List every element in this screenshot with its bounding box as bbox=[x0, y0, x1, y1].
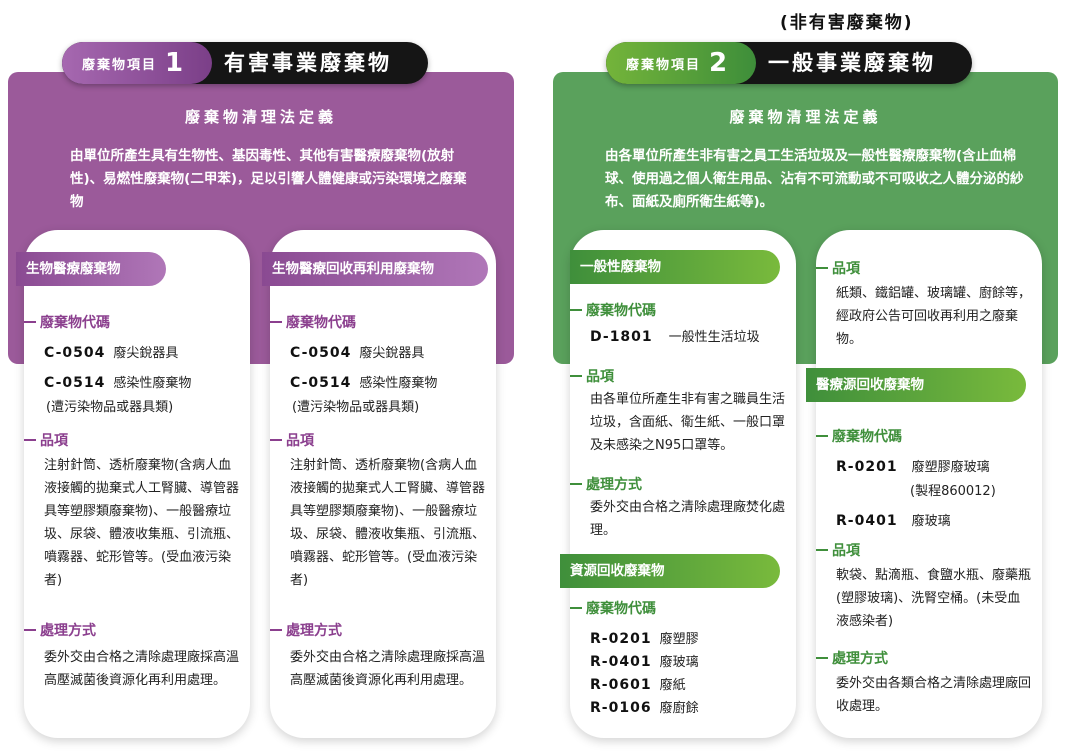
method-text: 委外交由合格之清除處理廠採高溫高壓滅菌後資源化再利用處理。 bbox=[44, 650, 240, 688]
general-header: 廢棄物項目 2 一般事業廢棄物 bbox=[606, 42, 972, 84]
card-recyclable-waste: 品項 紙類、鐵鋁罐、玻璃罐、廚餘等，經政府公告可回收再利用之廢棄物。 醫療源回收… bbox=[806, 230, 1042, 738]
items-heading: 品項 bbox=[270, 430, 314, 450]
codes-heading: 廢棄物代碼 bbox=[570, 598, 656, 618]
items-heading: 品項 bbox=[24, 430, 68, 450]
method-heading: 處理方式 bbox=[270, 620, 342, 640]
items-text: 注射針筒、透析廢棄物(含病人血液接觸的拋棄式人工腎臟、導管器具等塑膠類廢棄物)、… bbox=[44, 458, 240, 588]
method-heading: 處理方式 bbox=[570, 474, 642, 494]
method-text: 委外交由合格之清除處理廠採高溫高壓滅菌後資源化再利用處理。 bbox=[290, 650, 486, 688]
codes-heading: 廢棄物代碼 bbox=[570, 300, 656, 320]
item-label: 廢棄物項目 bbox=[626, 57, 702, 73]
method-text: 委外交由合格之清除處理廠焚化處理。 bbox=[590, 500, 786, 538]
item-label: 廢棄物項目 bbox=[82, 57, 158, 73]
panel-description: 由各單位所產生非有害之員工生活垃圾及一般性醫療廢棄物(含止血棉球、使用過之個人衛… bbox=[605, 148, 1024, 210]
card-tab: 生物醫療廢棄物 bbox=[16, 252, 166, 286]
items-text: 由各單位所產生非有害之職員生活垃圾，含面紙、衛生紙、一般口罩及未感染之N95口罩… bbox=[590, 392, 786, 453]
method-text: 委外交由各類合格之清除處理廠回收處理。 bbox=[836, 676, 1032, 714]
codes-heading: 廢棄物代碼 bbox=[816, 426, 902, 446]
card-tab: 醫療源回收廢棄物 bbox=[806, 368, 1026, 402]
items-heading: 品項 bbox=[816, 540, 860, 560]
panel-description: 由單位所產生具有生物性、基因毒性、其他有害醫療廢棄物(放射性)、易燃性廢棄物(二… bbox=[70, 148, 467, 210]
items-text: 注射針筒、透析廢棄物(含病人血液接觸的拋棄式人工腎臟、導管器具等塑膠類廢棄物)、… bbox=[290, 458, 486, 588]
codes-heading: 廢棄物代碼 bbox=[270, 312, 356, 332]
items-heading: 品項 bbox=[816, 258, 860, 278]
code-note: (遭污染物品或器具類) bbox=[292, 400, 420, 415]
card-tab: 生物醫療回收再利用廢棄物 bbox=[262, 252, 488, 286]
non-hazardous-note: (非有害廢棄物) bbox=[780, 13, 914, 33]
card-tab: 一般性廢棄物 bbox=[570, 250, 780, 284]
method-heading: 處理方式 bbox=[24, 620, 96, 640]
hazardous-header: 廢棄物項目 1 有害事業廢棄物 bbox=[62, 42, 428, 84]
card-tab: 資源回收廢棄物 bbox=[560, 554, 780, 588]
codes-heading: 廢棄物代碼 bbox=[24, 312, 110, 332]
item-badge: 廢棄物項目 2 bbox=[606, 42, 756, 84]
method-heading: 處理方式 bbox=[816, 648, 888, 668]
panel-title: 廢棄物清理法定義 bbox=[184, 108, 337, 126]
category-title: 有害事業廢棄物 bbox=[224, 51, 392, 75]
panel-title: 廢棄物清理法定義 bbox=[729, 108, 882, 126]
item-badge: 廢棄物項目 1 bbox=[62, 42, 212, 84]
item-number: 1 bbox=[165, 48, 184, 78]
items-text: 軟袋、點滴瓶、食鹽水瓶、廢藥瓶(塑膠玻璃)、洗腎空桶。(未受血液感染者) bbox=[836, 568, 1032, 629]
code-note: (製程860012) bbox=[910, 484, 996, 499]
items-text: 紙類、鐵鋁罐、玻璃罐、廚餘等，經政府公告可回收再利用之廢棄物。 bbox=[836, 286, 1032, 347]
item-number: 2 bbox=[709, 48, 728, 78]
code-note: (遭污染物品或器具類) bbox=[46, 400, 174, 415]
items-heading: 品項 bbox=[570, 366, 614, 386]
category-title: 一般事業廢棄物 bbox=[768, 51, 936, 75]
